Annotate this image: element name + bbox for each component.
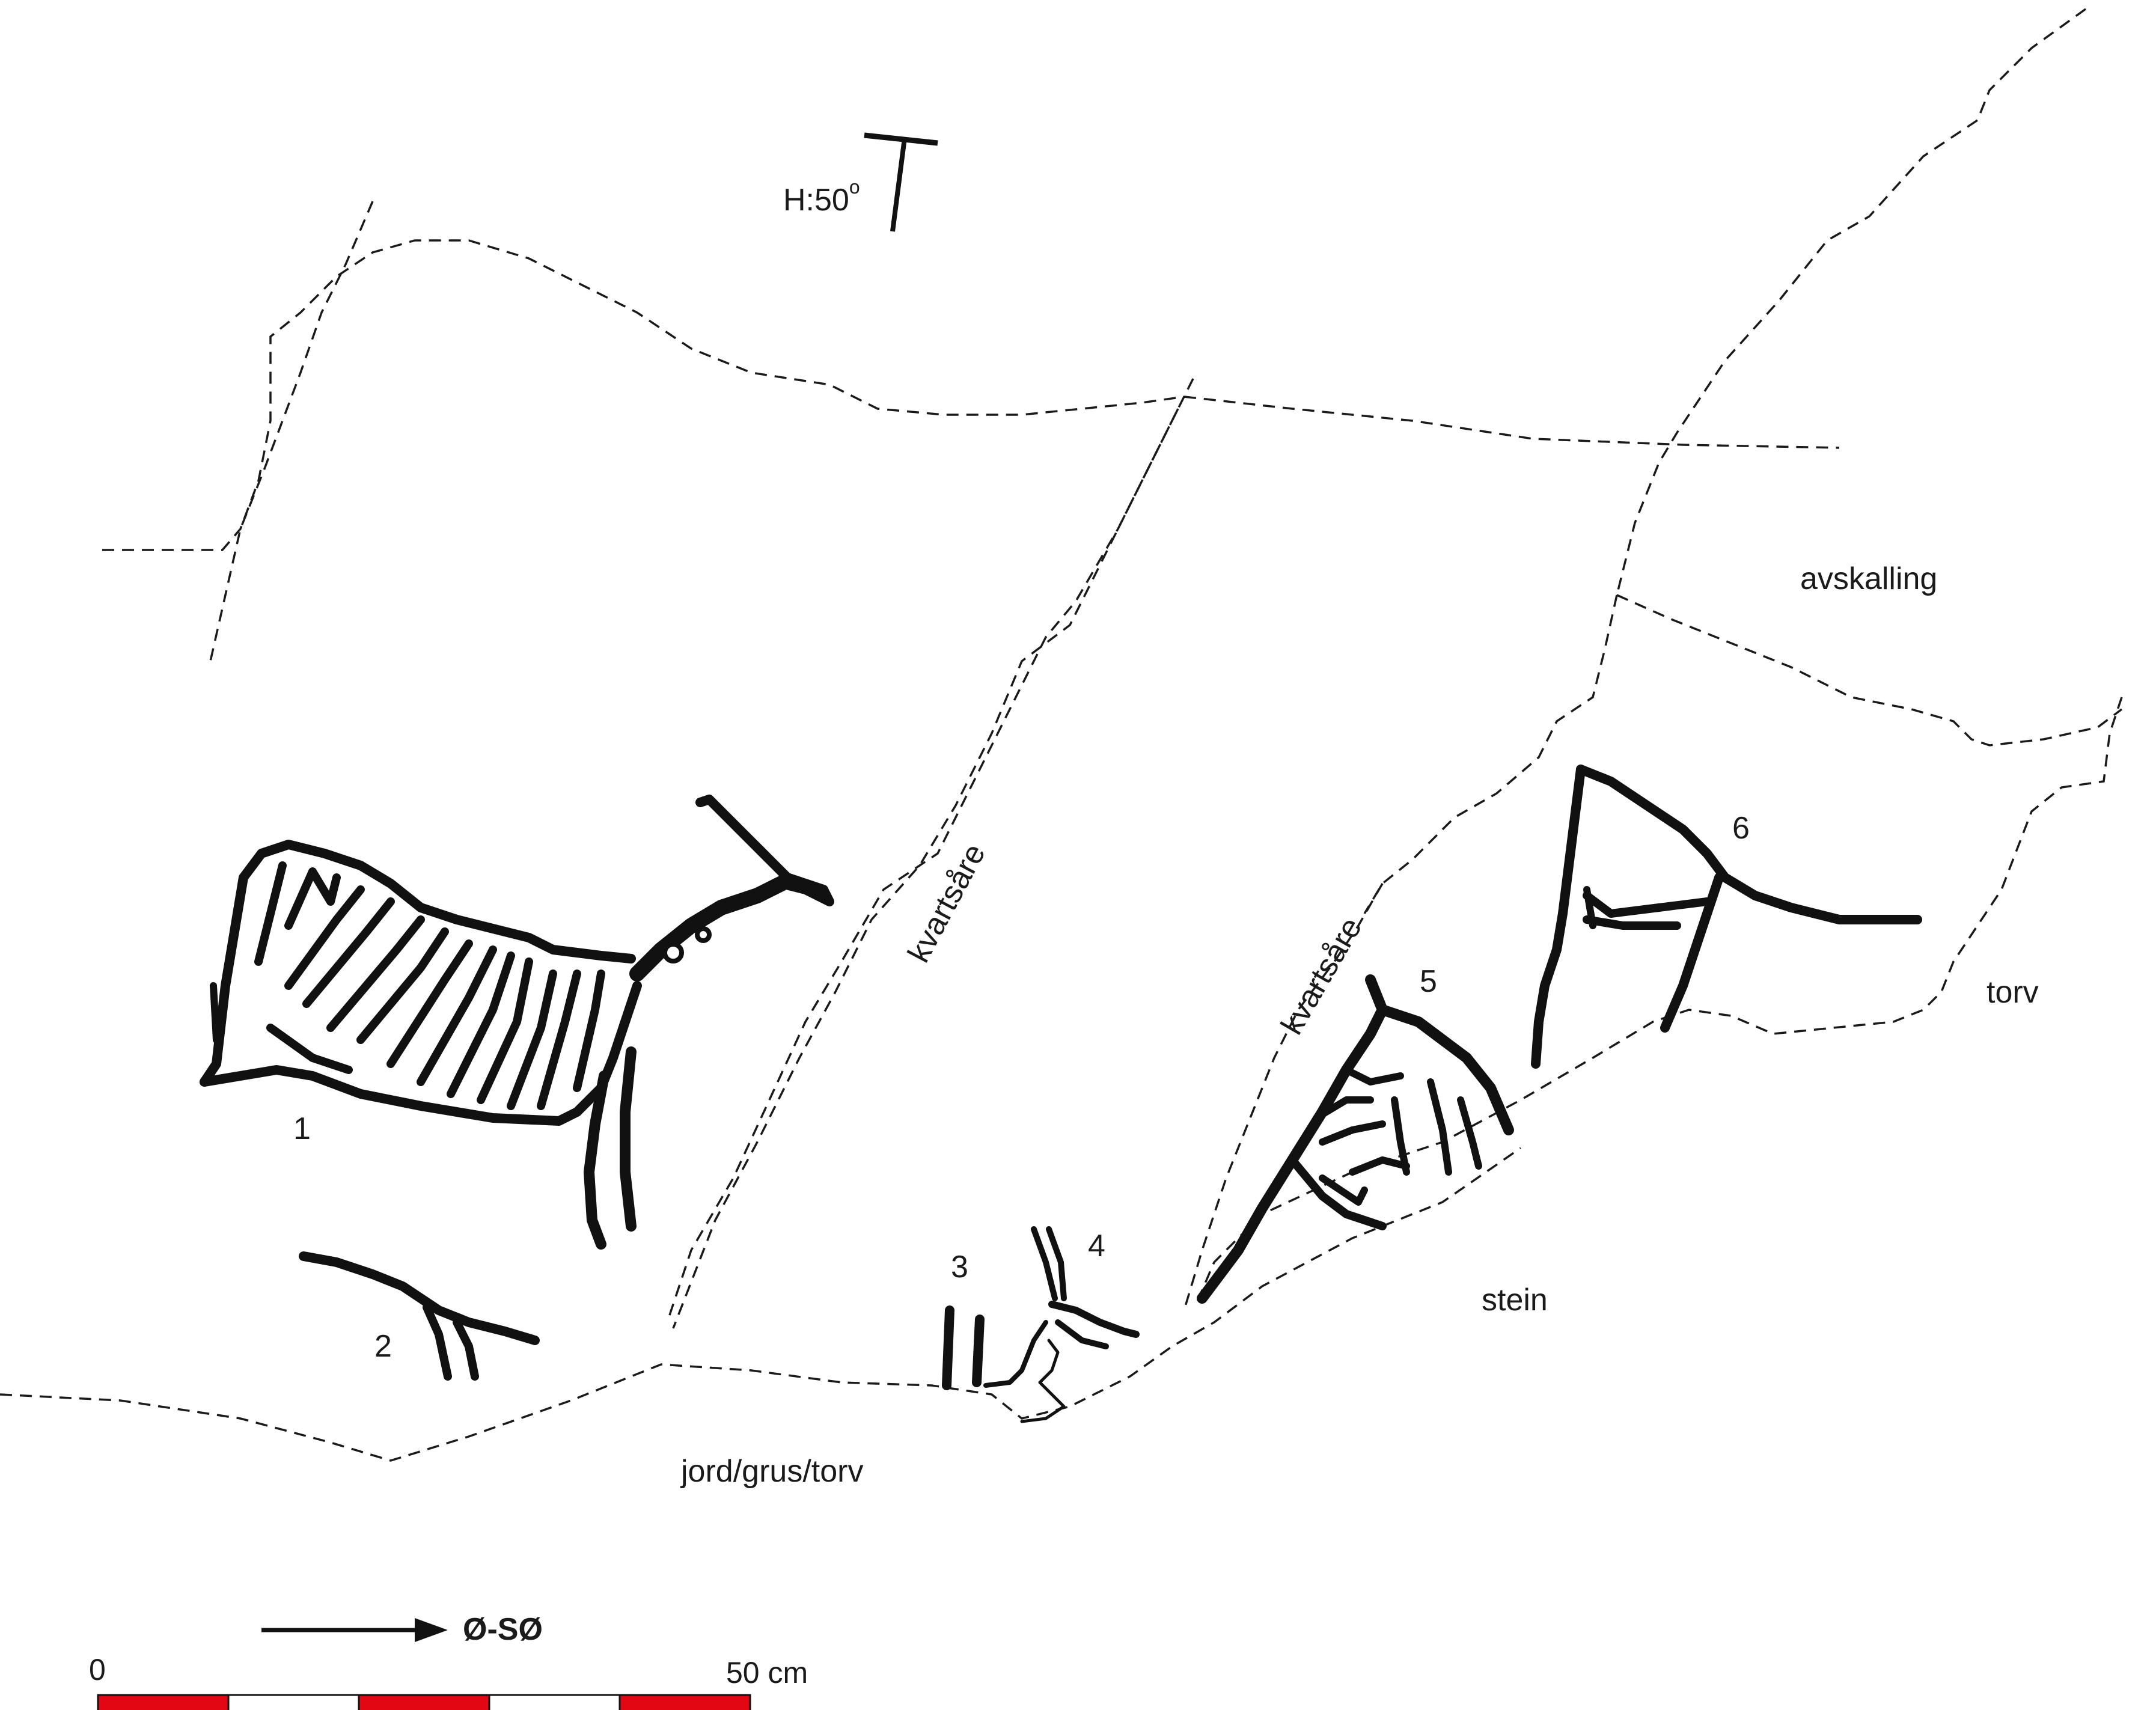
scale-bar-segment <box>227 1694 360 1710</box>
strike-dip-symbol <box>864 132 938 232</box>
direction-arrow <box>261 1618 448 1642</box>
scale-bar <box>97 1694 751 1710</box>
crack-lines <box>0 8 2123 1462</box>
figure-3 <box>942 1305 985 1390</box>
figure-number-1: 1 <box>293 1111 311 1146</box>
label-avskalling: avskalling <box>1800 561 1937 596</box>
figure-number-5: 5 <box>1420 964 1437 999</box>
label-kvartsare-2: kvartsåre <box>1274 912 1369 1040</box>
scale-end-label: 50 cm <box>726 1656 808 1690</box>
figure-number-4: 4 <box>1088 1229 1105 1263</box>
figure-5 <box>1197 974 1514 1304</box>
label-torv: torv <box>1987 975 2039 1010</box>
label-stein: stein <box>1482 1283 1548 1318</box>
degree-mark: o <box>849 176 860 198</box>
figure-number-3: 3 <box>951 1250 968 1284</box>
orientation-label: H:50o <box>783 176 860 218</box>
scale-bar-segment <box>358 1694 490 1710</box>
figure-number-2: 2 <box>374 1329 392 1364</box>
scale-start-label: 0 <box>89 1653 106 1687</box>
figure-2 <box>299 1251 540 1381</box>
figure-1-animal <box>200 795 834 1250</box>
direction-label: Ø-SØ <box>463 1612 543 1647</box>
figure-6 <box>1531 765 1922 1069</box>
label-jord-grus-torv: jord/grus/torv <box>680 1454 863 1489</box>
label-kvartsare-1: kvartsåre <box>901 838 992 968</box>
scale-bar-segment <box>488 1694 621 1710</box>
scale-bar-segment <box>97 1694 230 1710</box>
figure-4 <box>983 1226 1140 1423</box>
figure-number-6: 6 <box>1732 811 1750 846</box>
scale-bar-segment <box>618 1694 751 1710</box>
